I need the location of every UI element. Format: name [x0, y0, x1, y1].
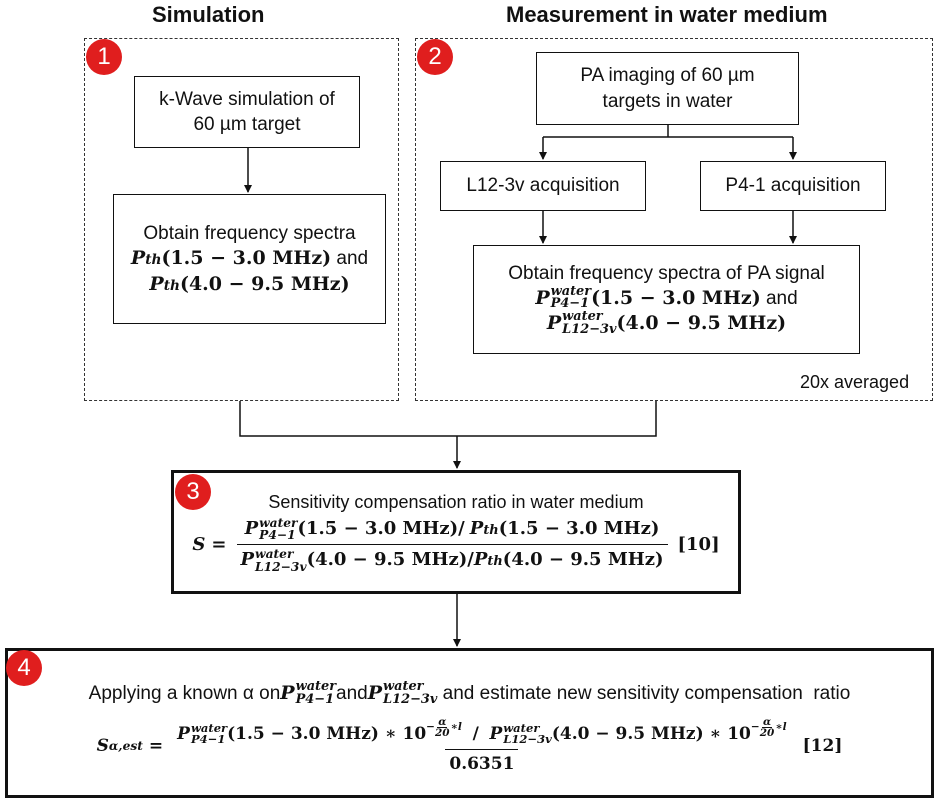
- step-1-badge: 1: [86, 39, 122, 75]
- pa-imaging-box: PA imaging of 60 µm targets in water: [536, 52, 799, 125]
- sensitivity-ratio-title: Sensitivity compensation ratio in water …: [268, 492, 644, 513]
- simulation-panel: [84, 38, 399, 401]
- simulated-spectra-box: Obtain frequency spectra Pth(1.5 − 3.0 M…: [113, 194, 386, 324]
- simulated-spectrum-high: Pth(4.0 − 9.5 MHz): [149, 272, 350, 295]
- kwave-line-2: 60 µm target: [193, 114, 301, 135]
- heading-simulation: Simulation: [152, 2, 265, 27]
- p4-acquisition-label: P4-1 acquisition: [725, 175, 861, 197]
- merge-lines: [239, 401, 657, 437]
- arrow-pa-split: [543, 125, 793, 138]
- l12-acquisition-box: L12-3v acquisition: [440, 161, 646, 211]
- measurement-panel: [415, 38, 933, 401]
- sensitivity-ratio-box: Sensitivity compensation ratio in water …: [171, 470, 741, 594]
- pa-imaging-line-2: targets in water: [602, 90, 733, 112]
- step-3-badge: 3: [175, 474, 211, 510]
- step-4-badge: 4: [6, 650, 42, 686]
- pa-imaging-line-1: PA imaging of 60 µm: [580, 65, 755, 87]
- kwave-simulation-box: k-Wave simulation of 60 µm target: [134, 76, 360, 148]
- heading-measurement: Measurement in water medium: [506, 2, 828, 27]
- equation-ref-10: [10]: [677, 534, 720, 555]
- averaging-note: 20x averaged: [800, 372, 910, 392]
- measured-spectra-title: Obtain frequency spectra of PA signal: [508, 262, 825, 284]
- simulated-spectrum-low: Pth(1.5 − 3.0 MHz) and: [130, 247, 369, 270]
- p4-acquisition-box: P4-1 acquisition: [700, 161, 886, 211]
- equation-ref-12: [12]: [802, 735, 843, 756]
- simulated-spectra-title: Obtain frequency spectra: [143, 223, 356, 245]
- l12-acquisition-label: L12-3v acquisition: [466, 175, 620, 197]
- kwave-line-1: k-Wave simulation of: [159, 88, 335, 110]
- estimated-denominator: 0.6351: [445, 748, 519, 775]
- step-2-badge: 2: [417, 39, 453, 75]
